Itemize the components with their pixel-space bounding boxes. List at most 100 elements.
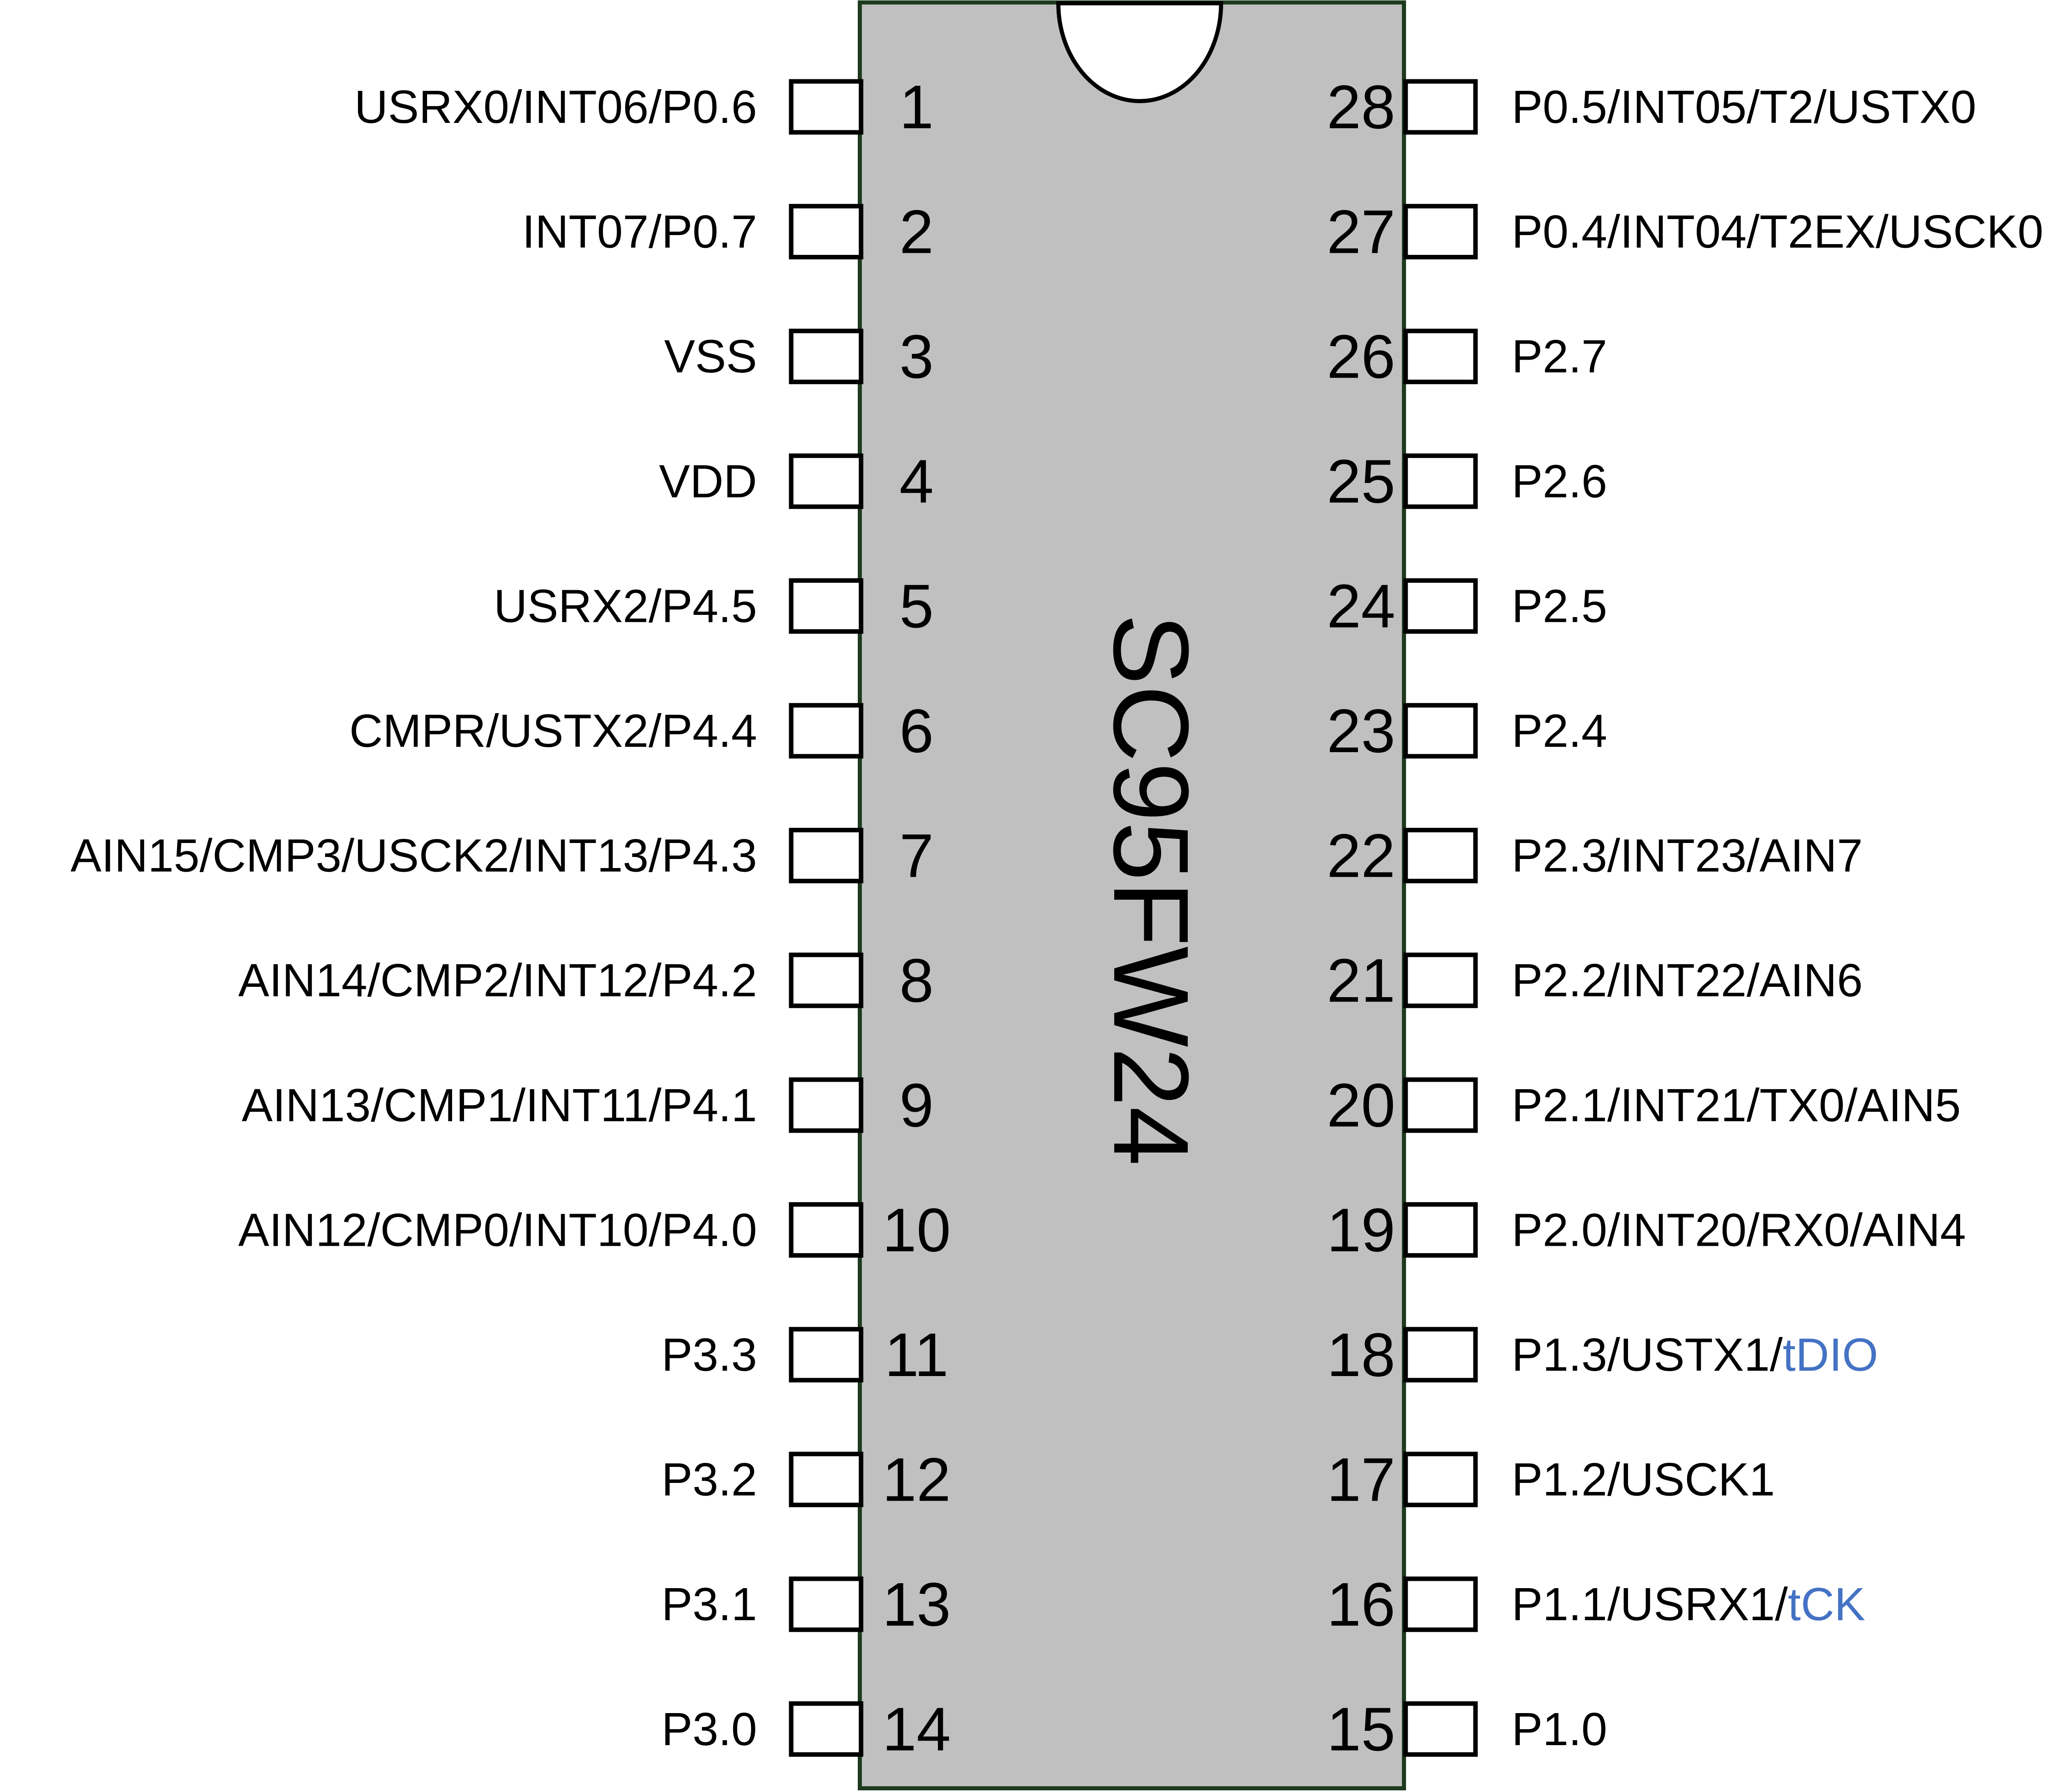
pin-number: 22 bbox=[1327, 821, 1395, 890]
pin-label-segment: P2.5 bbox=[1512, 580, 1607, 632]
pin-label-segment: AIN14/CMP2/INT12/P4.2 bbox=[238, 954, 757, 1006]
pin-label-segment: P2.4 bbox=[1512, 705, 1607, 757]
pin-label-segment: P1.0 bbox=[1512, 1703, 1607, 1755]
pin-number: 16 bbox=[1327, 1570, 1395, 1639]
pin-pad bbox=[789, 1576, 864, 1632]
pin-label-debug-segment: tCK bbox=[1788, 1578, 1865, 1630]
pin-pad bbox=[1403, 1452, 1478, 1508]
pin-pad bbox=[789, 453, 864, 509]
pin-number: 6 bbox=[899, 696, 933, 765]
pin-13: 13 P3.1 bbox=[662, 1570, 951, 1639]
pin-number: 25 bbox=[1327, 447, 1395, 516]
pin-label: P1.0 bbox=[1512, 1703, 1607, 1755]
pin-label-segment: P2.7 bbox=[1512, 330, 1607, 382]
pin-label-segment: VDD bbox=[659, 455, 757, 507]
pin-label-segment: P3.1 bbox=[662, 1578, 757, 1630]
pin-label: USRX0/INT06/P0.6 bbox=[354, 81, 757, 133]
pin-label-segment: P0.4/INT04/T2EX/USCK0 bbox=[1512, 206, 2043, 258]
pin-label-segment: AIN15/CMP3/USCK2/INT13/P4.3 bbox=[70, 830, 757, 882]
pin-label-segment: P0.5/INT05/T2/USTX0 bbox=[1512, 81, 1976, 133]
pin-pad bbox=[789, 328, 864, 384]
pin-pad bbox=[789, 1202, 864, 1258]
pin-label-segment: P1.3/USTX1/ bbox=[1512, 1329, 1783, 1381]
pin-label: P3.0 bbox=[662, 1703, 757, 1755]
pin-20: 20 P2.1/INT21/TX0/AIN5 bbox=[1327, 1071, 1961, 1140]
pin-7: 7 AIN15/CMP3/USCK2/INT13/P4.3 bbox=[70, 821, 933, 890]
chip-package: SC95FW24 bbox=[858, 0, 1406, 1790]
pin-pad bbox=[789, 703, 864, 759]
pin-number: 13 bbox=[882, 1570, 951, 1639]
pin-pad bbox=[1403, 703, 1478, 759]
pin-3: 3 VSS bbox=[664, 322, 934, 391]
pin-number: 20 bbox=[1327, 1071, 1395, 1140]
pin-17: 17 P1.2/USCK1 bbox=[1327, 1445, 1775, 1514]
pin-label-segment: P3.3 bbox=[662, 1329, 757, 1381]
pin-label-debug-segment: tDIO bbox=[1783, 1329, 1878, 1381]
pin-11: 11 P3.3 bbox=[662, 1320, 949, 1389]
pin-number: 27 bbox=[1327, 197, 1395, 266]
pin-label: USRX2/P4.5 bbox=[494, 580, 757, 632]
pin-number: 8 bbox=[899, 946, 933, 1015]
pin-22: 22 P2.3/INT23/AIN7 bbox=[1327, 821, 1863, 890]
pin-label: P2.1/INT21/TX0/AIN5 bbox=[1512, 1079, 1961, 1131]
pin-label: P3.1 bbox=[662, 1578, 757, 1630]
pin-number: 17 bbox=[1327, 1445, 1395, 1514]
pin-label: P2.0/INT20/RX0/AIN4 bbox=[1512, 1204, 1966, 1256]
pin-number: 10 bbox=[882, 1195, 951, 1264]
pin-number: 18 bbox=[1327, 1320, 1395, 1389]
pin-label: INT07/P0.7 bbox=[522, 206, 757, 258]
pin-label: P0.4/INT04/T2EX/USCK0 bbox=[1512, 206, 2043, 258]
pin-number: 3 bbox=[899, 322, 933, 391]
pin-label: P2.5 bbox=[1512, 580, 1607, 632]
pin-14: 14 P3.0 bbox=[662, 1695, 951, 1764]
pin-pad bbox=[789, 1452, 864, 1508]
pin-label: P1.2/USCK1 bbox=[1512, 1454, 1775, 1506]
pin-label-segment: P2.0/INT20/RX0/AIN4 bbox=[1512, 1204, 1966, 1256]
pin-label: CMPR/USTX2/P4.4 bbox=[349, 705, 757, 757]
pin-10: 10 AIN12/CMP0/INT10/P4.0 bbox=[238, 1195, 951, 1264]
pin-number: 19 bbox=[1327, 1195, 1395, 1264]
pin-number: 21 bbox=[1327, 946, 1395, 1015]
pin-pad bbox=[789, 828, 864, 884]
pin-label: AIN15/CMP3/USCK2/INT13/P4.3 bbox=[70, 830, 757, 882]
pin-number: 2 bbox=[899, 197, 933, 266]
pins: 1USRX0/INT06/P0.62INT07/P0.73VSS4VDD5USR… bbox=[70, 72, 2043, 1764]
pin-number: 11 bbox=[884, 1320, 949, 1389]
pin-label: AIN12/CMP0/INT10/P4.0 bbox=[238, 1204, 757, 1256]
pin-label: VSS bbox=[664, 330, 757, 382]
pin-label: AIN14/CMP2/INT12/P4.2 bbox=[238, 954, 757, 1006]
pin-label: P2.3/INT23/AIN7 bbox=[1512, 830, 1863, 882]
pin-number: 14 bbox=[882, 1695, 951, 1764]
pin-pad bbox=[1403, 1077, 1478, 1133]
pin-number: 7 bbox=[899, 821, 933, 890]
pin-pad bbox=[1403, 204, 1478, 260]
pin-label: P1.3/USTX1/tDIO bbox=[1512, 1329, 1878, 1381]
pin-pad bbox=[1403, 79, 1478, 135]
pin-label-segment: INT07/P0.7 bbox=[522, 206, 757, 258]
pin-label: P2.7 bbox=[1512, 330, 1607, 382]
pin-number: 12 bbox=[882, 1445, 951, 1514]
pin-16: 16 P1.1/USRX1/tCK bbox=[1327, 1570, 1865, 1639]
pin-label: AIN13/CMP1/INT11/P4.1 bbox=[242, 1079, 757, 1131]
pin-pad bbox=[1403, 453, 1478, 509]
pin-label: P2.4 bbox=[1512, 705, 1607, 757]
pin-6: 6 CMPR/USTX2/P4.4 bbox=[349, 696, 934, 765]
pin-label-segment: USRX0/INT06/P0.6 bbox=[354, 81, 757, 133]
pin-pad bbox=[789, 79, 864, 135]
orientation-notch bbox=[1056, 1, 1224, 103]
pin-label: P1.1/USRX1/tCK bbox=[1512, 1578, 1865, 1630]
pin-label: P2.6 bbox=[1512, 455, 1607, 507]
pin-pad bbox=[789, 1077, 864, 1133]
pin-18: 18 P1.3/USTX1/tDIO bbox=[1327, 1320, 1878, 1389]
pin-8: 8 AIN14/CMP2/INT12/P4.2 bbox=[238, 946, 934, 1015]
pin-label-segment: P3.2 bbox=[662, 1454, 757, 1506]
pin-label-segment: P2.3/INT23/AIN7 bbox=[1512, 830, 1863, 882]
pin-pad bbox=[1403, 1576, 1478, 1632]
